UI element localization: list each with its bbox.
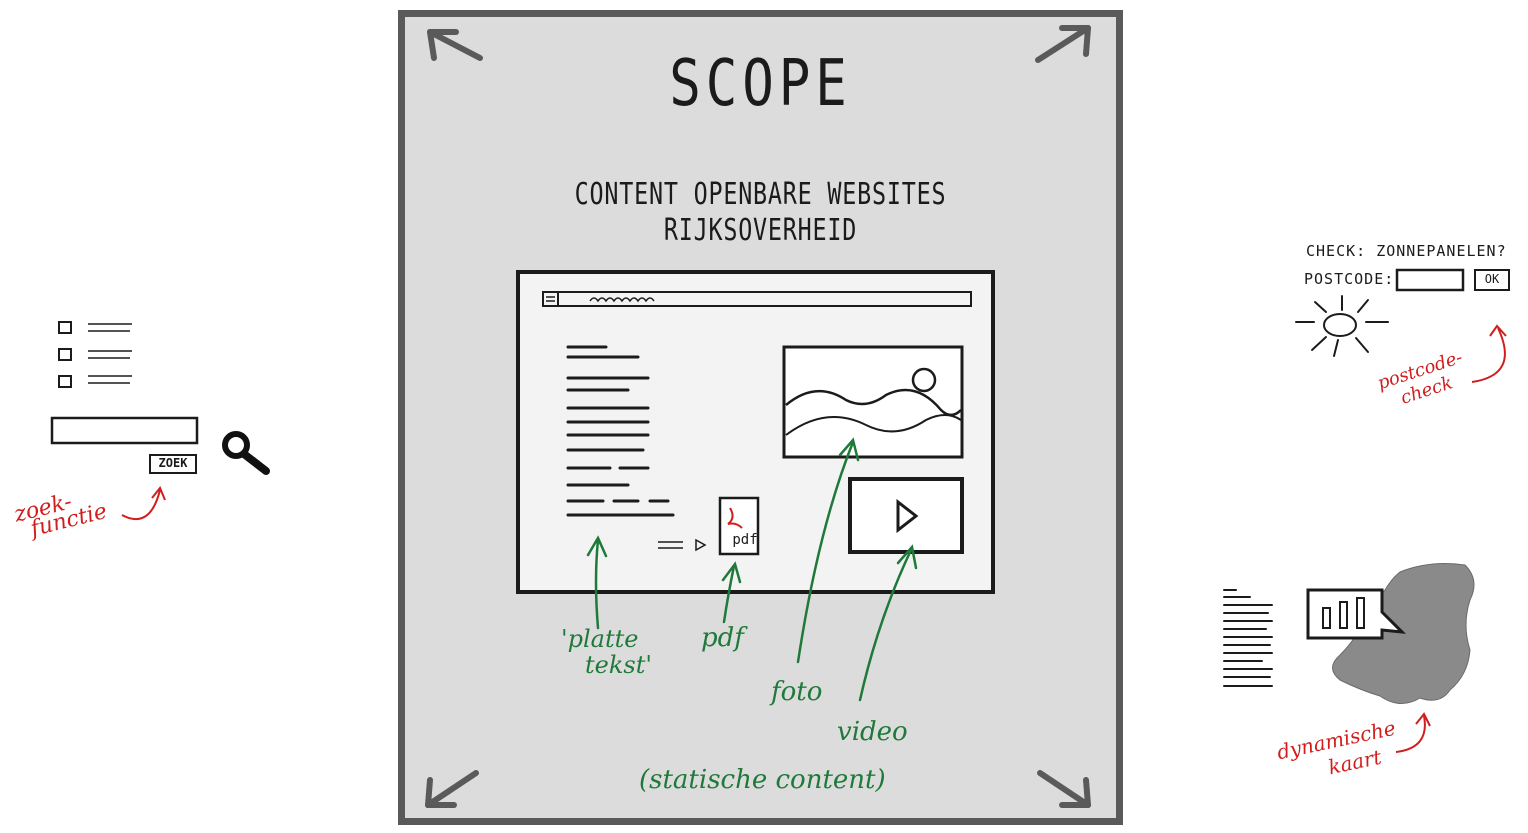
label-statische-content: (statische content) [639, 765, 886, 795]
label-pdf: pdf [701, 623, 744, 653]
curved-arrow-icon [1395, 715, 1426, 753]
search-button-sketch [149, 454, 197, 474]
checkbox-icon [58, 375, 72, 388]
green-arrows [586, 437, 918, 702]
scope-subtitle-line2: RIJKSOVERHEID [663, 213, 858, 248]
magnifier-icon [222, 431, 270, 475]
search-input-sketch [50, 416, 199, 445]
label-platte-tekst-line1: 'platte [561, 625, 639, 653]
sun-icon [1295, 295, 1389, 357]
scope-title: SCOPE [669, 47, 852, 121]
photo-icon [782, 345, 964, 459]
label-video: video [837, 717, 908, 747]
ok-button-sketch [1474, 269, 1510, 291]
pdf-icon [718, 496, 760, 556]
checkbox-icon [58, 321, 72, 334]
scope-panel-drawing [425, 25, 1091, 808]
curved-arrow-icon [1471, 327, 1506, 383]
curved-arrow-icon [121, 489, 161, 521]
ok-button-label: OK [1484, 272, 1500, 286]
label-foto: foto [771, 677, 823, 707]
postcode-input-sketch [1395, 268, 1465, 292]
expand-arrows-icon [425, 25, 1091, 808]
check-label: CHECK: ZONNEPANELEN? [1306, 242, 1507, 260]
postcode-label: POSTCODE: [1304, 270, 1395, 288]
search-button-label: ZOEK [158, 456, 188, 470]
chart-bubble-icon [1306, 588, 1407, 640]
pdf-icon-label: pdf [732, 532, 758, 548]
scope-panel: SCOPE CONTENT OPENBARE WEBSITES RIJKSOVE… [398, 10, 1123, 825]
scope-subtitle-line1: CONTENT OPENBARE WEBSITES [574, 177, 947, 212]
text-column-sketch [1223, 589, 1273, 687]
video-icon [848, 477, 964, 554]
checkbox-icon [58, 348, 72, 361]
label-platte-tekst-line2: tekst' [585, 651, 652, 679]
